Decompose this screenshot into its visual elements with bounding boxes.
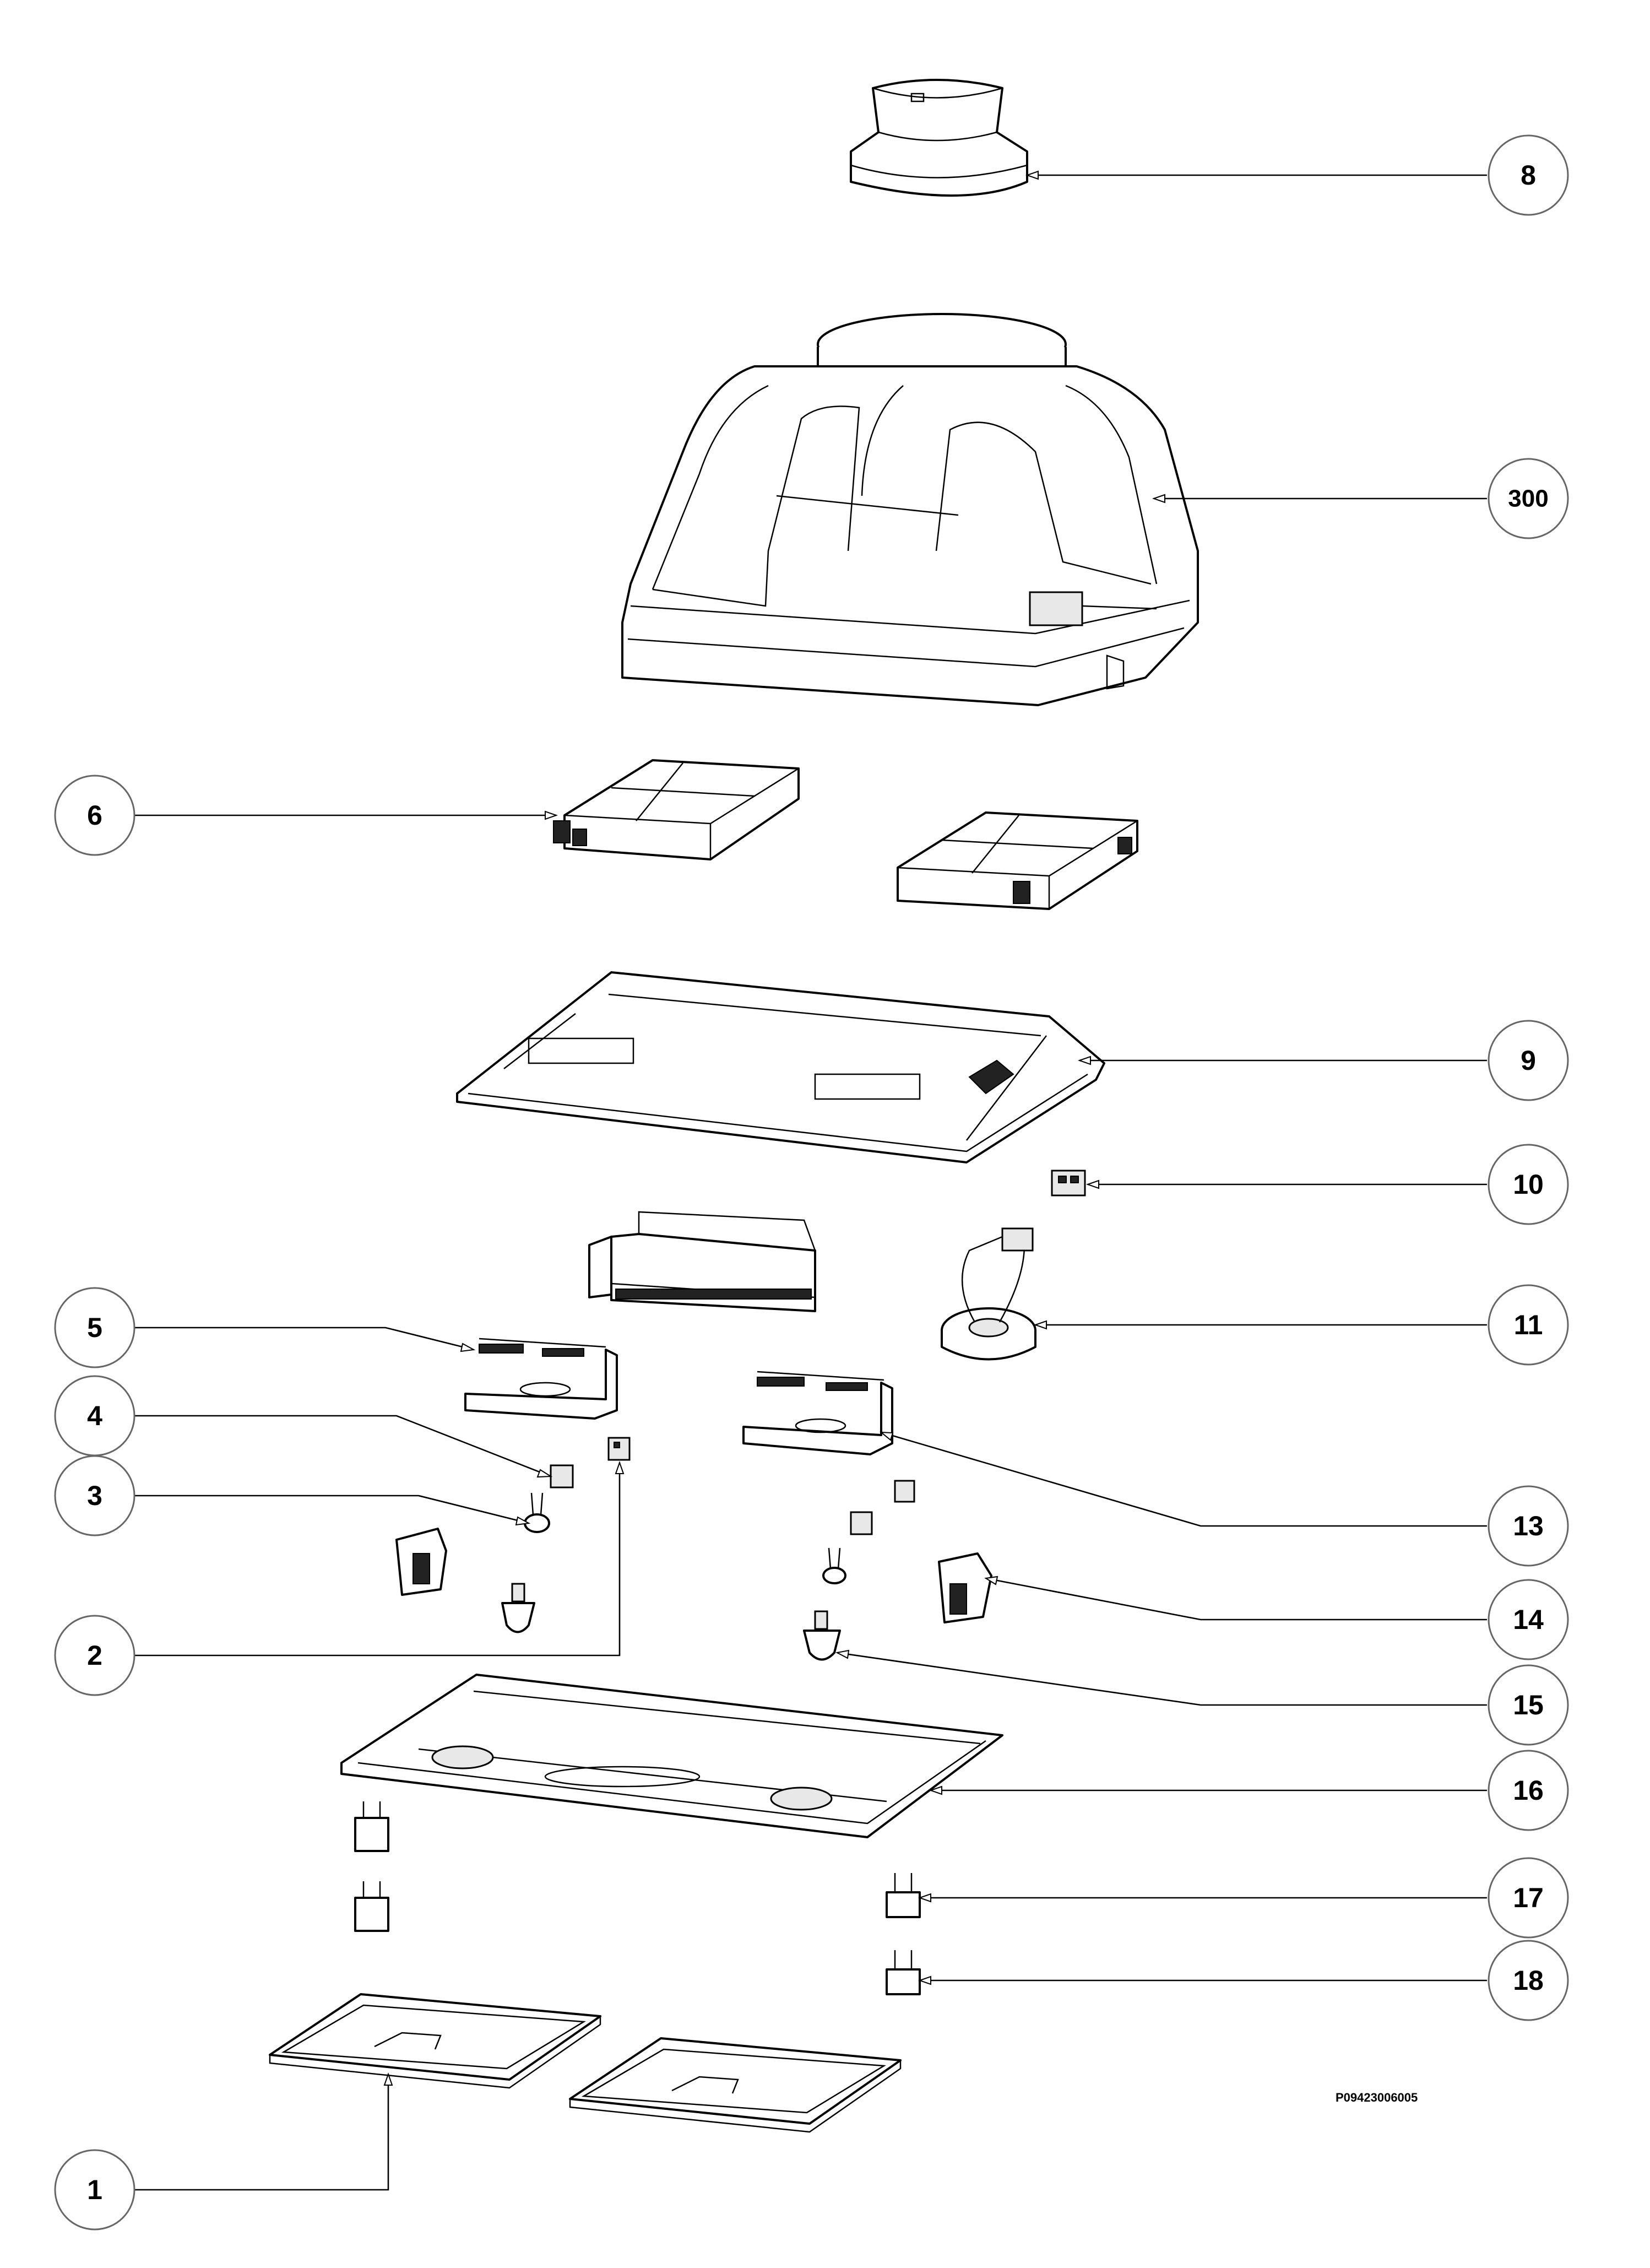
svg-text:11: 11 bbox=[1514, 1309, 1543, 1340]
part-grease-filter-right bbox=[569, 2037, 902, 2133]
svg-text:18: 18 bbox=[1513, 1965, 1544, 1996]
callout-18: 18 bbox=[1488, 1940, 1569, 2021]
leader-4 bbox=[135, 1415, 551, 1477]
svg-text:15: 15 bbox=[1513, 1690, 1544, 1720]
part-grease-filter-left bbox=[269, 1993, 601, 2089]
svg-text:300: 300 bbox=[1508, 485, 1548, 512]
part-lamp-bracket-right bbox=[742, 1371, 893, 1455]
leader-lines bbox=[135, 170, 1487, 2191]
svg-text:1: 1 bbox=[87, 2174, 102, 2205]
svg-text:10: 10 bbox=[1513, 1169, 1544, 1200]
callout-8: 8 bbox=[1488, 134, 1569, 216]
part-ferrite-cable bbox=[941, 1227, 1036, 1361]
callout-13: 13 bbox=[1488, 1485, 1569, 1567]
svg-text:14: 14 bbox=[1513, 1604, 1544, 1635]
leader-3 bbox=[135, 1495, 529, 1524]
svg-text:5: 5 bbox=[87, 1312, 102, 1343]
callout-3: 3 bbox=[54, 1455, 135, 1536]
callout-17: 17 bbox=[1488, 1857, 1569, 1939]
part-small-connectors-left bbox=[395, 1437, 631, 1633]
leader-15 bbox=[837, 1652, 1487, 1706]
leader-14 bbox=[985, 1577, 1487, 1621]
part-hood-body bbox=[621, 313, 1199, 706]
callout-2: 2 bbox=[54, 1615, 135, 1696]
callout-15: 15 bbox=[1488, 1664, 1569, 1746]
svg-text:9: 9 bbox=[1521, 1045, 1536, 1076]
leader-1 bbox=[135, 2074, 389, 2191]
callout-6: 6 bbox=[54, 775, 135, 856]
svg-text:17: 17 bbox=[1513, 1882, 1544, 1913]
callout-11: 11 bbox=[1488, 1284, 1569, 1366]
leader-2 bbox=[135, 1463, 621, 1657]
part-lamp-bracket-left bbox=[464, 1338, 618, 1420]
leader-5 bbox=[135, 1327, 474, 1351]
svg-text:4: 4 bbox=[87, 1400, 102, 1431]
svg-text:16: 16 bbox=[1513, 1775, 1544, 1806]
part-electronics-box bbox=[588, 1211, 816, 1312]
svg-text:8: 8 bbox=[1521, 160, 1536, 191]
part-carbon-filter-left bbox=[553, 759, 800, 860]
svg-text:2: 2 bbox=[87, 1640, 102, 1671]
callout-16: 16 bbox=[1488, 1750, 1569, 1831]
svg-text:13: 13 bbox=[1513, 1511, 1544, 1541]
part-duct-collar bbox=[850, 79, 1028, 197]
callout-14: 14 bbox=[1488, 1579, 1569, 1660]
callout-300: 300 bbox=[1488, 458, 1569, 539]
drawing-code: P09423006005 bbox=[1336, 2091, 1418, 2104]
svg-text:3: 3 bbox=[87, 1480, 102, 1511]
callout-1: 1 bbox=[54, 2149, 135, 2231]
callout-4: 4 bbox=[54, 1375, 135, 1457]
part-carbon-filter-right bbox=[897, 811, 1138, 910]
part-clips bbox=[354, 1801, 921, 1995]
callout-5: 5 bbox=[54, 1287, 135, 1368]
part-outer-frame bbox=[340, 1674, 1003, 1838]
callout-9: 9 bbox=[1488, 1020, 1569, 1101]
svg-text:6: 6 bbox=[87, 800, 102, 831]
part-inner-frame bbox=[456, 971, 1105, 1163]
part-connector-10 bbox=[1051, 1170, 1086, 1197]
leader-13 bbox=[881, 1431, 1487, 1527]
part-small-connectors-right bbox=[803, 1480, 992, 1661]
callout-10: 10 bbox=[1488, 1144, 1569, 1225]
